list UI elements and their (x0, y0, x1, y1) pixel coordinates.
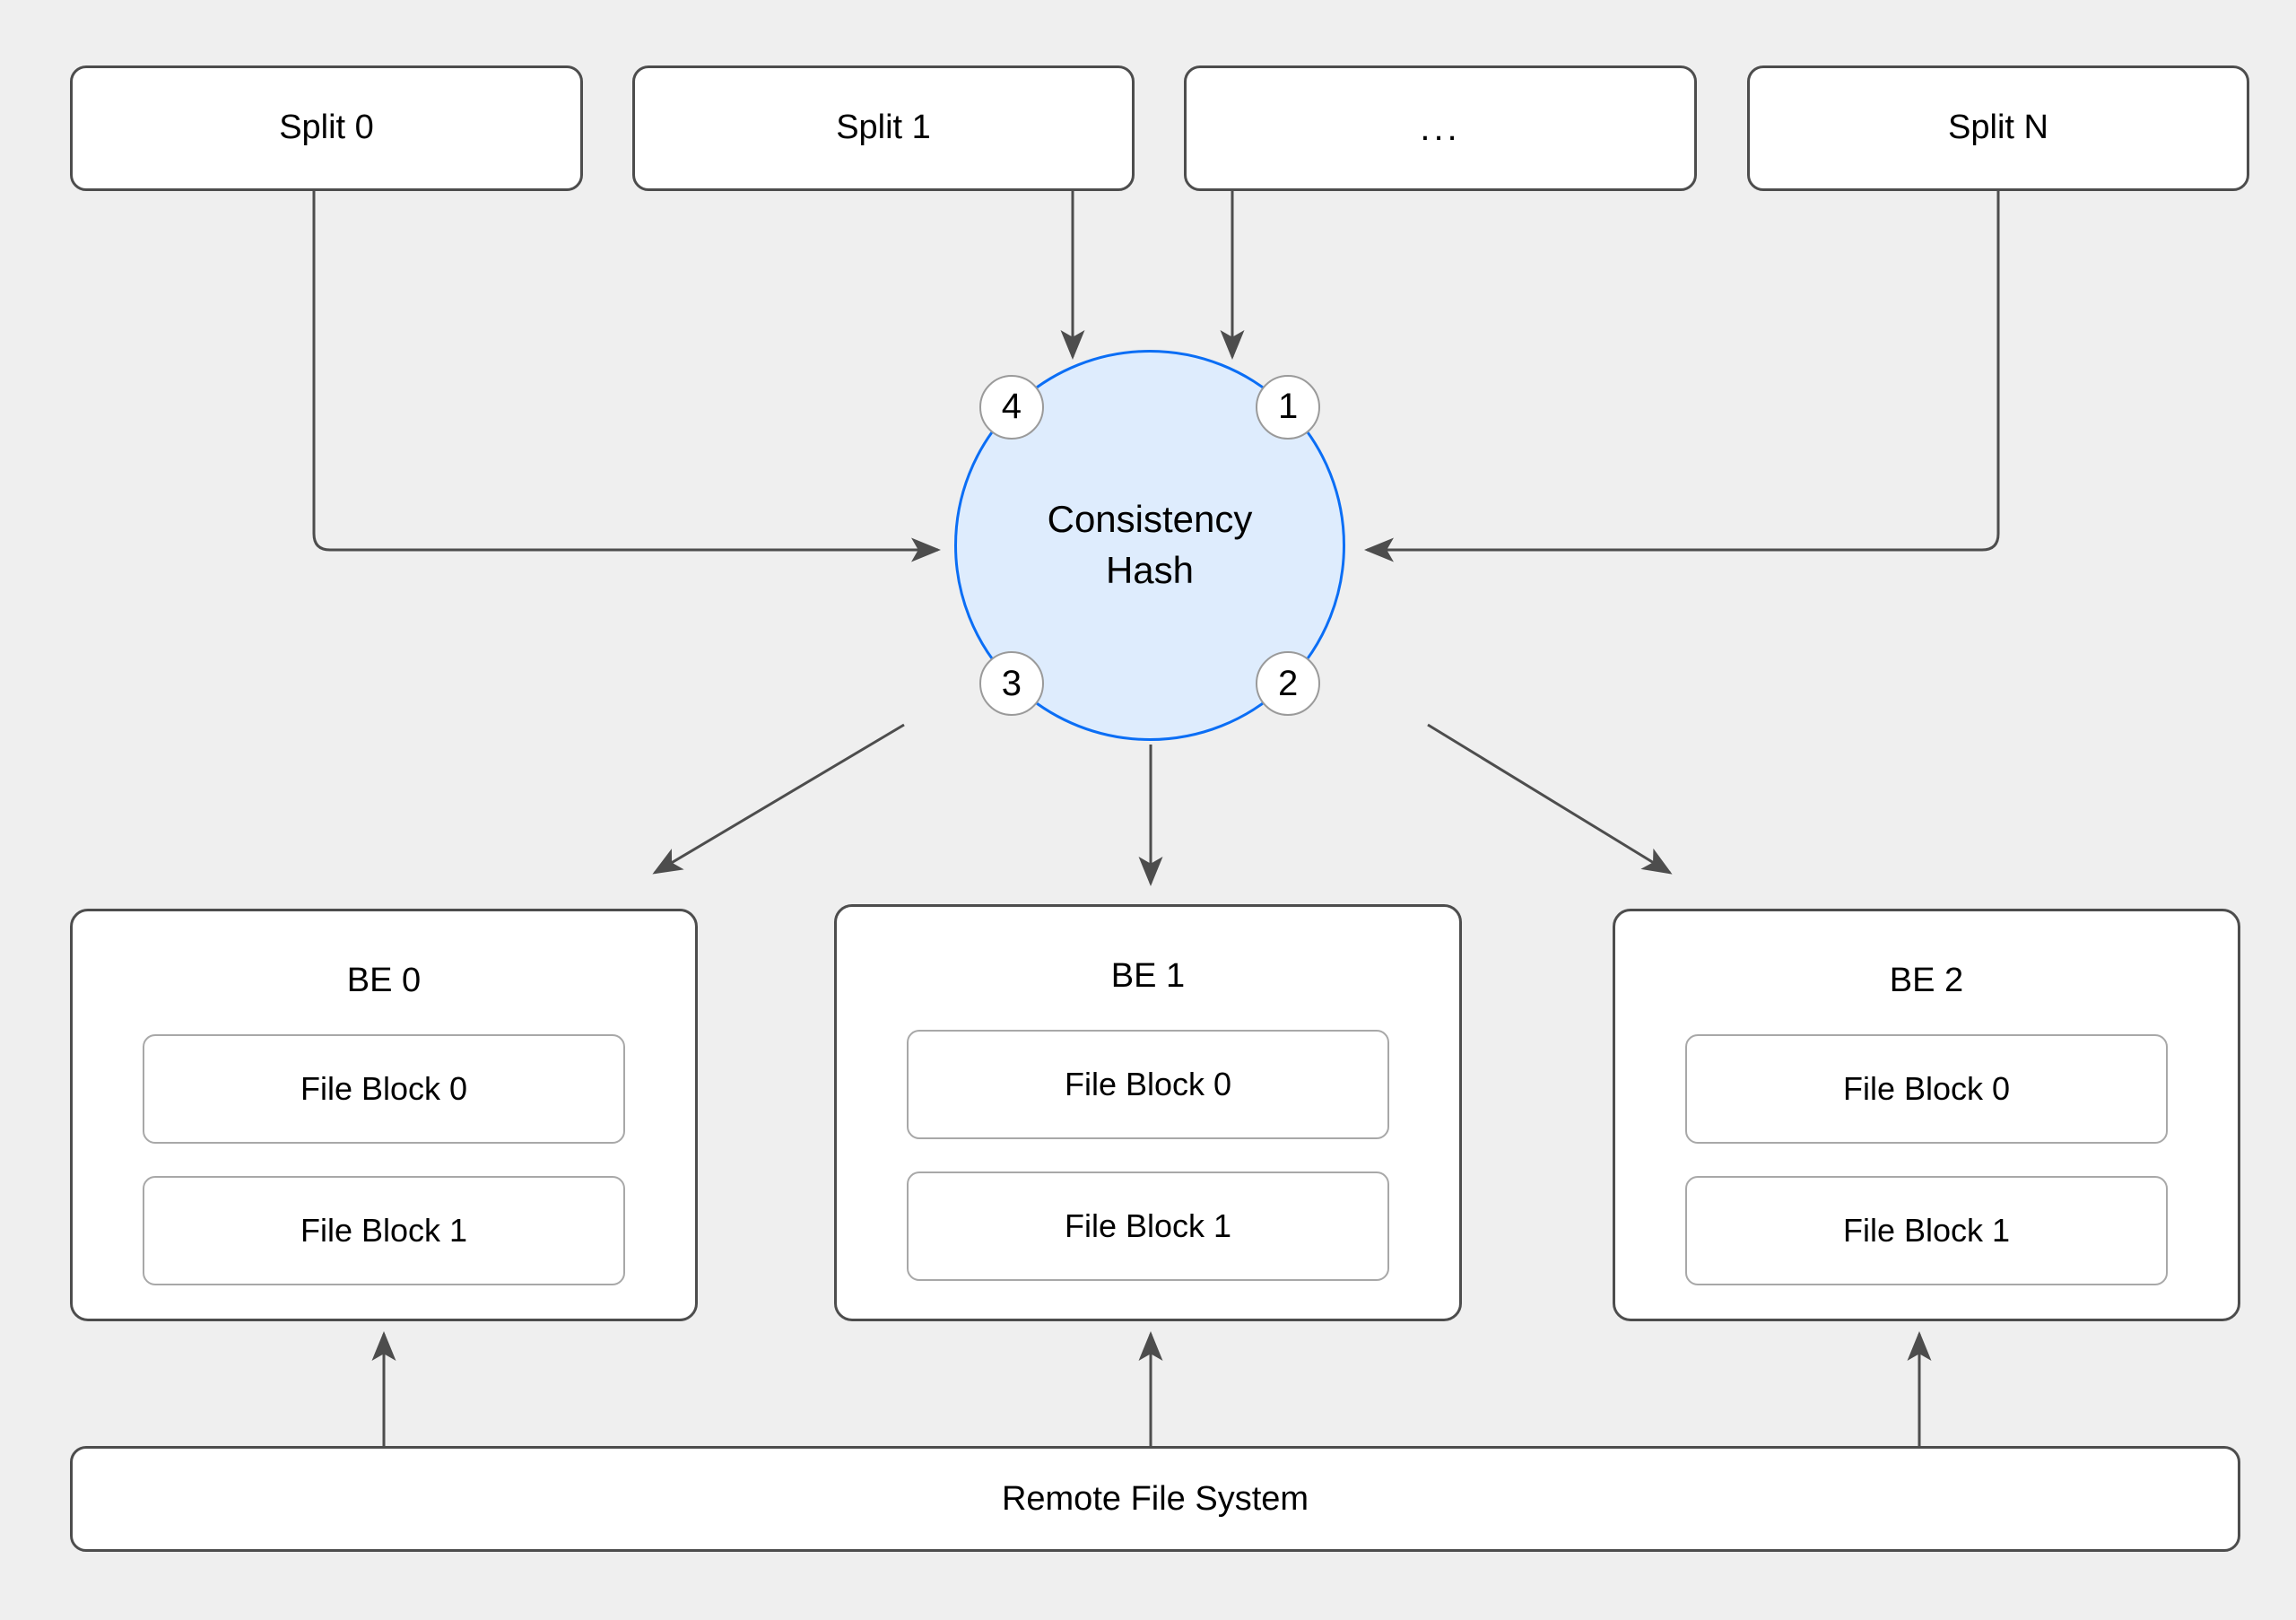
connector-hash-to-be0 (652, 723, 905, 875)
split-box-ellipsis[interactable]: ... (1184, 65, 1697, 191)
split-label-n: Split N (1948, 109, 2048, 147)
hash-node-label-1: 1 (1278, 387, 1299, 427)
backend-title-2: BE 2 (1889, 962, 1964, 999)
backend-box-1[interactable]: BE 1 File Block 0 File Block 1 (834, 904, 1462, 1321)
hash-node-4[interactable]: 4 (978, 374, 1044, 440)
file-block-2-0[interactable]: File Block 0 (1685, 1034, 2168, 1144)
consistency-hash-label: Consistency Hash (1048, 494, 1253, 596)
remote-file-system-label: Remote File System (1001, 1479, 1309, 1518)
file-block-list-0: File Block 0 File Block 1 (73, 1034, 695, 1285)
file-block-0-1[interactable]: File Block 1 (143, 1176, 625, 1285)
backend-box-2[interactable]: BE 2 File Block 0 File Block 1 (1613, 909, 2240, 1321)
connector-split0-to-hash (312, 191, 941, 562)
split-label-0: Split 0 (279, 109, 374, 147)
connector-splitn-to-hash (1364, 191, 2000, 562)
backend-title-0: BE 0 (346, 962, 422, 999)
file-block-1-0[interactable]: File Block 0 (907, 1030, 1389, 1139)
hash-node-2[interactable]: 2 (1256, 651, 1321, 717)
backend-title-1: BE 1 (1110, 957, 1186, 995)
consistency-hash-label-line2: Hash (1105, 549, 1195, 591)
split-box-1[interactable]: Split 1 (632, 65, 1135, 191)
hash-node-label-2: 2 (1278, 663, 1299, 703)
remote-file-system-box[interactable]: Remote File System (70, 1446, 2240, 1552)
split-box-0[interactable]: Split 0 (70, 65, 583, 191)
file-block-list-2: File Block 0 File Block 1 (1615, 1034, 2238, 1285)
split-label-ellipsis: ... (1420, 109, 1461, 148)
file-block-1-1[interactable]: File Block 1 (907, 1171, 1389, 1281)
file-block-list-1: File Block 0 File Block 1 (837, 1030, 1459, 1281)
split-label-1: Split 1 (836, 109, 931, 147)
file-block-2-1[interactable]: File Block 1 (1685, 1176, 2168, 1285)
hash-node-1[interactable]: 1 (1256, 374, 1321, 440)
hash-node-label-4: 4 (1001, 387, 1022, 427)
connector-hash-to-be2 (1427, 723, 1673, 875)
consistency-hash-label-line1: Consistency (1047, 498, 1253, 541)
split-box-n[interactable]: Split N (1747, 65, 2249, 191)
backend-box-0[interactable]: BE 0 File Block 0 File Block 1 (70, 909, 698, 1321)
hash-node-3[interactable]: 3 (978, 651, 1044, 717)
hash-node-label-3: 3 (1001, 663, 1022, 703)
file-block-0-0[interactable]: File Block 0 (143, 1034, 625, 1144)
